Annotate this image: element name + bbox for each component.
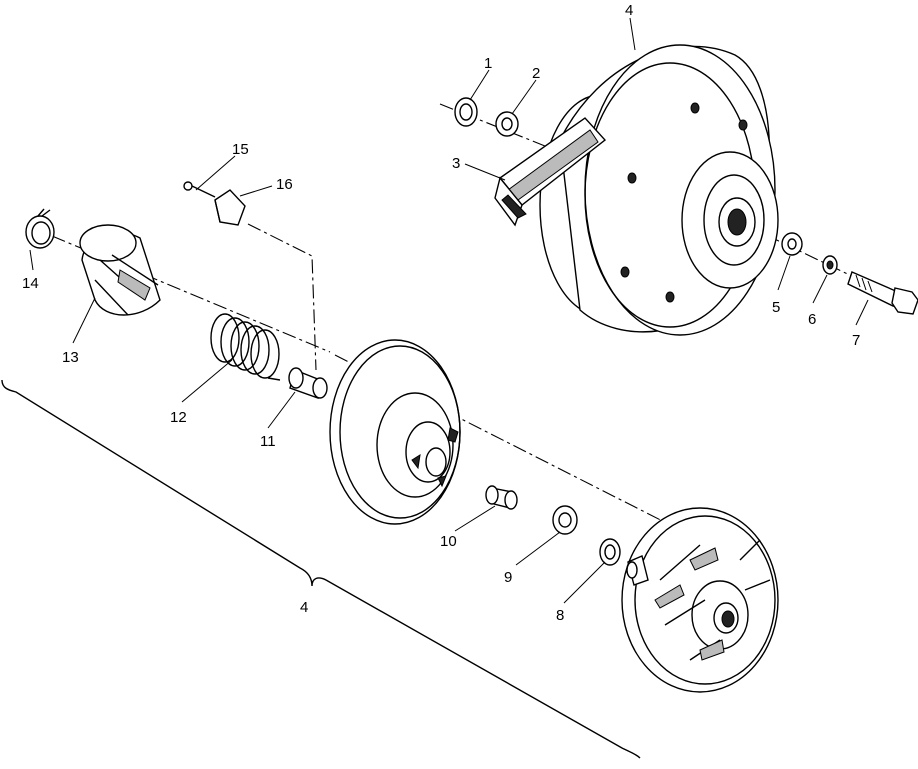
callout-7: 7 xyxy=(852,332,860,349)
callout-4-top: 4 xyxy=(625,2,633,19)
stationary-sheave xyxy=(621,507,779,693)
part-8-washer xyxy=(599,538,621,566)
callout-5: 5 xyxy=(772,299,780,316)
callout-4-bracket: 4 xyxy=(300,599,308,616)
part-10-spacer xyxy=(485,485,518,510)
assembly-bracket xyxy=(1,379,641,759)
part-12-spring xyxy=(210,313,281,381)
part-7-bolt xyxy=(847,271,918,315)
callout-1: 1 xyxy=(484,55,492,72)
part-11-bushing xyxy=(288,367,328,399)
part-6-lock-washer xyxy=(822,255,838,275)
movable-sheave xyxy=(329,339,461,525)
callout-8: 8 xyxy=(556,607,564,624)
leader-lines xyxy=(29,17,869,604)
part-3-belt xyxy=(494,117,607,227)
part-4-driven-clutch xyxy=(539,44,779,336)
callout-13: 13 xyxy=(62,349,79,366)
part-13-helix xyxy=(79,224,161,316)
callout-3: 3 xyxy=(452,155,460,172)
callout-9: 9 xyxy=(504,569,512,586)
callout-2: 2 xyxy=(532,65,540,82)
part-2-washer xyxy=(495,111,519,137)
callout-12: 12 xyxy=(170,409,187,426)
part-5-washer xyxy=(781,232,803,256)
callout-11: 11 xyxy=(260,433,276,450)
part-1-bushing xyxy=(454,97,478,127)
part-15-screw xyxy=(183,181,216,198)
callout-labels: 1 2 3 4 5 6 7 8 9 10 11 12 13 14 15 16 4 xyxy=(22,2,860,624)
callout-10: 10 xyxy=(440,533,457,550)
callout-16: 16 xyxy=(276,176,293,193)
callout-15: 15 xyxy=(232,141,249,158)
part-16-button xyxy=(214,189,246,226)
part-14-snap-ring xyxy=(25,208,55,249)
callout-6: 6 xyxy=(808,311,816,328)
part-9-washer xyxy=(552,505,578,535)
callout-14: 14 xyxy=(22,275,39,292)
